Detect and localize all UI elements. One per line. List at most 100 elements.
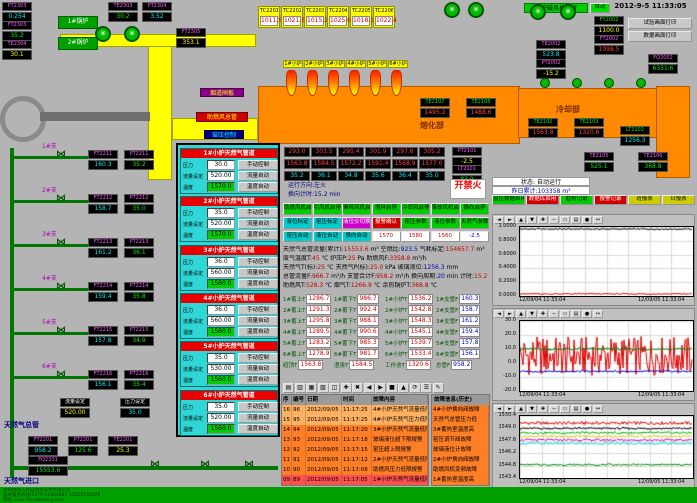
mode-button[interactable]: 手动控制 bbox=[238, 160, 278, 170]
process-function-button[interactable]: 报警确认 bbox=[371, 217, 401, 229]
chart-tool-icon[interactable]: ↔ bbox=[593, 405, 603, 413]
process-function-button[interactable]: 窑压参数 bbox=[401, 217, 430, 229]
valve-icon[interactable]: ⋈ bbox=[56, 237, 66, 248]
event-row[interactable]: 玻璃液位计故障 bbox=[432, 445, 489, 455]
mode-button[interactable]: 流量自动 bbox=[238, 267, 278, 278]
chart-tool-icon[interactable]: ✚ bbox=[538, 405, 548, 413]
data-function-button[interactable]: 监控数据启用 bbox=[492, 195, 525, 205]
equipment-start-stop-button[interactable]: 引风机启停 bbox=[312, 203, 342, 215]
chart-tool-icon[interactable]: − bbox=[549, 405, 559, 413]
event-row[interactable]: 1#蓄热室温度高 bbox=[432, 475, 489, 485]
toolbar-icon[interactable]: ☰ bbox=[421, 383, 432, 393]
auto-button[interactable]: 自动 bbox=[590, 3, 610, 13]
auto-mode-button[interactable]: 换向自动 bbox=[342, 231, 371, 242]
toolbar-icon[interactable]: ■ bbox=[386, 383, 398, 393]
data-function-button[interactable]: 趋势记录 bbox=[560, 195, 593, 205]
chart-tool-icon[interactable]: ✚ bbox=[538, 310, 548, 318]
valve-icon[interactable]: ⋈ bbox=[56, 193, 66, 204]
chart-tool-icon[interactable]: − bbox=[549, 216, 559, 224]
chart-tool-icon[interactable]: ▤ bbox=[571, 405, 581, 413]
toolbar-icon[interactable]: ▦ bbox=[306, 383, 317, 393]
mode-button[interactable]: 温度自动 bbox=[238, 326, 278, 337]
equipment-start-stop-button[interactable]: 稀释风机启停 bbox=[342, 203, 371, 215]
event-row[interactable]: 4#小炉换向阀故障 bbox=[432, 405, 489, 415]
flow-set-value[interactable]: 560.00 bbox=[207, 267, 235, 278]
mode-button[interactable]: 温度自动 bbox=[238, 182, 278, 192]
mode-button[interactable]: 手动控制 bbox=[238, 256, 278, 267]
chart-tool-icon[interactable]: ↔ bbox=[593, 216, 603, 224]
auto-mode-button[interactable]: 1570 bbox=[371, 231, 401, 242]
auto-mode-button[interactable]: 1560 bbox=[430, 231, 460, 242]
mode-button[interactable]: 手动控制 bbox=[238, 208, 278, 219]
chart-tool-icon[interactable]: ► bbox=[505, 405, 515, 413]
flow-set-value[interactable]: 520.00 bbox=[207, 171, 235, 181]
chart-tool-icon[interactable]: ✚ bbox=[538, 216, 548, 224]
chart-tool-icon[interactable]: − bbox=[549, 310, 559, 318]
chart-tool-icon[interactable]: ↔ bbox=[593, 310, 603, 318]
chart-tool-icon[interactable]: ▭ bbox=[560, 405, 570, 413]
auto-mode-button[interactable]: 窑压自动 bbox=[283, 231, 312, 242]
flow-set-value[interactable]: 520.00 bbox=[207, 412, 235, 423]
flow-set-value[interactable]: 560.00 bbox=[207, 315, 235, 326]
print-data-screen-button[interactable]: 数据画面打印 bbox=[628, 31, 692, 42]
toolbar-icon[interactable]: ✖ bbox=[352, 383, 363, 393]
chart-tool-icon[interactable]: ◄ bbox=[494, 216, 504, 224]
event-row[interactable]: 2#小炉换向阀故障 bbox=[432, 455, 489, 465]
event-row[interactable]: 窑压调节阀故障 bbox=[432, 435, 489, 445]
toolbar-icon[interactable]: ▤ bbox=[283, 383, 294, 393]
auto-mode-button[interactable]: 液位自动 bbox=[312, 231, 342, 242]
data-function-button[interactable]: 日报表 bbox=[662, 195, 695, 205]
valve-icon[interactable]: ⋈ bbox=[56, 325, 66, 336]
process-function-button[interactable]: 天然气参数 bbox=[460, 217, 489, 229]
toolbar-icon[interactable]: ◀ bbox=[363, 383, 375, 393]
valve-icon[interactable]: ⋈ bbox=[150, 459, 160, 470]
chart-tool-icon[interactable]: ▭ bbox=[560, 310, 570, 318]
data-function-button[interactable]: 班报表 bbox=[628, 195, 661, 205]
chart-tool-icon[interactable]: ▼ bbox=[527, 216, 537, 224]
chart-tool-icon[interactable]: ▼ bbox=[527, 310, 537, 318]
process-function-button[interactable]: 窑压标定 bbox=[312, 217, 342, 229]
chart-tool-icon[interactable]: ● bbox=[582, 310, 592, 318]
event-row[interactable]: 3#蓄热室温度高 bbox=[432, 425, 489, 435]
event-row[interactable]: 天然气总管压力低 bbox=[432, 415, 489, 425]
mode-button[interactable]: 流量自动 bbox=[238, 364, 278, 375]
equipment-start-stop-button[interactable]: 冷却风启停 bbox=[401, 203, 430, 215]
mode-button[interactable]: 手动控制 bbox=[238, 401, 278, 412]
mode-button[interactable]: 温度自动 bbox=[238, 230, 278, 241]
toolbar-icon[interactable]: ▧ bbox=[317, 383, 329, 393]
auto-mode-button[interactable]: -2.5 bbox=[460, 231, 489, 242]
flow-set-value[interactable]: 520.00 bbox=[207, 219, 235, 230]
valve-icon[interactable]: ⋈ bbox=[56, 281, 66, 292]
chart-tool-icon[interactable]: ● bbox=[582, 216, 592, 224]
data-function-button[interactable]: 数据库启用 bbox=[526, 195, 559, 205]
chart-tool-icon[interactable]: ▤ bbox=[571, 310, 581, 318]
mode-button[interactable]: 流量自动 bbox=[238, 412, 278, 423]
mode-button[interactable]: 手动控制 bbox=[238, 304, 278, 315]
process-function-button[interactable]: 液位参数 bbox=[430, 217, 460, 229]
mode-button[interactable]: 手动控制 bbox=[238, 353, 278, 364]
mode-button[interactable]: 温度自动 bbox=[238, 375, 278, 386]
process-function-button[interactable]: 液位仪切换 bbox=[342, 217, 371, 229]
equipment-start-stop-button[interactable]: 事故风机启停 bbox=[430, 203, 460, 215]
equipment-start-stop-button[interactable]: 助燃风机启停 bbox=[283, 203, 312, 215]
data-function-button[interactable]: 报警记录 bbox=[594, 195, 627, 205]
chart-tool-icon[interactable]: ● bbox=[582, 405, 592, 413]
mode-button[interactable]: 温度自动 bbox=[238, 278, 278, 289]
auto-mode-button[interactable]: 1580 bbox=[401, 231, 430, 242]
mode-button[interactable]: 温度自动 bbox=[238, 423, 278, 434]
process-function-button[interactable]: 液位标定 bbox=[283, 217, 312, 229]
chart-tool-icon[interactable]: ▲ bbox=[516, 310, 526, 318]
chart-tool-icon[interactable]: ◄ bbox=[494, 310, 504, 318]
flow-set-value[interactable]: 530.00 bbox=[207, 364, 235, 375]
chart-tool-icon[interactable]: ► bbox=[505, 216, 515, 224]
toolbar-icon[interactable]: ◫ bbox=[329, 383, 340, 393]
mode-button[interactable]: 流量自动 bbox=[238, 315, 278, 326]
chart-tool-icon[interactable]: ▤ bbox=[571, 216, 581, 224]
